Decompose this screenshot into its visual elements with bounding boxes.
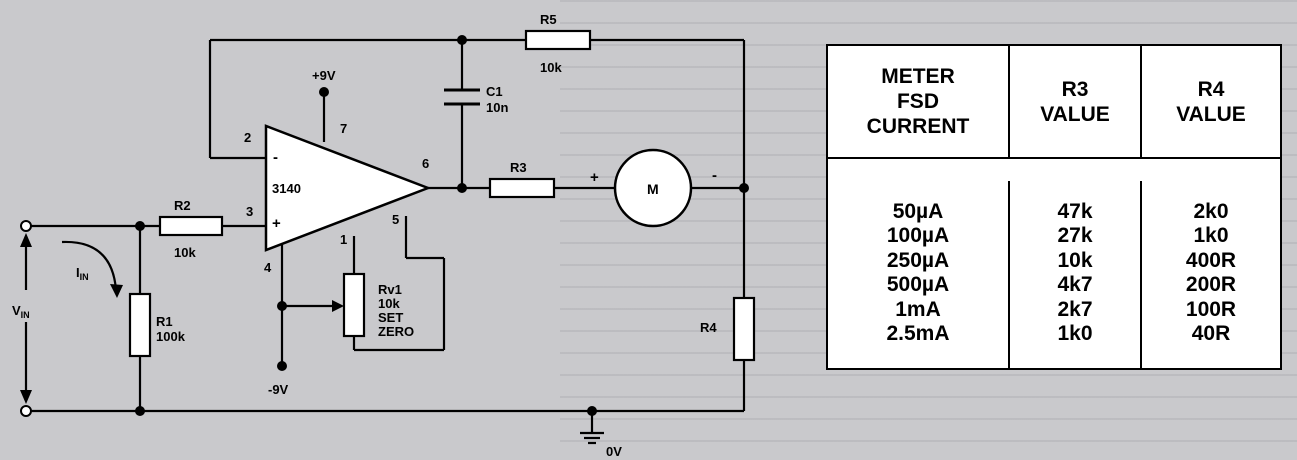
cell-current: 50µA xyxy=(892,199,944,223)
resistor-r2 xyxy=(158,215,224,237)
cell-r4: 1k0 xyxy=(1193,224,1229,247)
capacitor-c1 xyxy=(444,88,480,106)
meter-symbol xyxy=(613,148,693,228)
cell-r3: 47k xyxy=(1057,199,1093,223)
label-rv1-zero: ZERO xyxy=(378,324,414,339)
resistor-r5 xyxy=(524,29,592,51)
opamp-symbol xyxy=(264,124,432,252)
resistor-r3 xyxy=(488,177,556,199)
label-meter-pos: + xyxy=(590,169,599,186)
cell-r3: 10k xyxy=(1057,248,1093,272)
cell-r3: 1k0 xyxy=(1057,322,1093,345)
cell-current: 2.5mA xyxy=(886,322,950,345)
cell-current: 100µA xyxy=(886,224,950,247)
arrow-up-icon xyxy=(20,233,32,247)
cell-current: 1mA xyxy=(895,297,941,321)
header-r3-value: R3 VALUE xyxy=(1008,46,1140,159)
label-inv-input: - xyxy=(273,149,278,166)
label-noninv-input: + xyxy=(272,215,281,232)
label-opamp: 3140 xyxy=(272,181,301,196)
label-supply-neg: -9V xyxy=(268,382,289,397)
cell-current: 500µA xyxy=(886,273,950,296)
resistor-r1 xyxy=(128,292,152,358)
wires xyxy=(24,38,746,432)
circuit-schematic: +9V -9V 0V 3140 - + 2 3 4 7 6 5 1 R5 10k… xyxy=(12,12,756,459)
current-arrowhead-icon xyxy=(110,284,123,298)
cell-r4: 100R xyxy=(1185,297,1237,321)
cell-current: 250µA xyxy=(886,248,950,272)
label-pin5: 5 xyxy=(392,212,399,227)
header-meter-fsd-current: METER FSD CURRENT xyxy=(828,46,1008,159)
meter-values-table: METER FSD CURRENT R3 VALUE R4 VALUE 50µA… xyxy=(826,44,1282,370)
label-meter-neg: - xyxy=(712,167,717,184)
label-rv1-value: 10k xyxy=(378,296,400,311)
cell-r4: 400R xyxy=(1185,248,1237,272)
column-r3: 47k 27k 10k 4k7 2k7 1k0 xyxy=(1008,180,1140,368)
label-r2: R2 xyxy=(174,198,191,213)
label-r3: R3 xyxy=(510,160,527,175)
label-pin4: 4 xyxy=(264,260,272,275)
arrow-down-icon xyxy=(20,390,32,404)
label-pin6: 6 xyxy=(422,156,429,171)
cell-r3: 4k7 xyxy=(1057,273,1093,296)
label-r1: R1 xyxy=(156,314,173,329)
wiper-arrow-icon xyxy=(332,300,344,312)
label-pin1: 1 xyxy=(340,232,347,247)
input-terminal-top xyxy=(20,220,32,232)
column-current: 50µA 100µA 250µA 500µA 1mA 2.5mA xyxy=(828,181,1008,369)
label-r4: R4 xyxy=(700,320,717,335)
junction-dots xyxy=(135,35,749,416)
label-pin3: 3 xyxy=(246,204,253,219)
potentiometer-rv1 xyxy=(342,272,366,338)
label-iin: IIN xyxy=(76,265,89,282)
label-pin7: 7 xyxy=(340,121,347,136)
label-r5: R5 xyxy=(540,12,557,27)
label-c1: C1 xyxy=(486,84,503,99)
label-r1-value: 100k xyxy=(156,329,186,344)
label-pin2: 2 xyxy=(244,130,251,145)
cell-r3: 27k xyxy=(1057,224,1093,247)
label-meter: M xyxy=(647,181,659,197)
cell-r4: 200R xyxy=(1185,273,1237,296)
current-arrow-icon xyxy=(61,240,118,291)
label-ground: 0V xyxy=(606,444,622,459)
column-r4: 2k0 1k0 400R 200R 100R 40R xyxy=(1140,180,1280,368)
cell-r4: 40R xyxy=(1191,322,1231,345)
cell-r3: 2k7 xyxy=(1057,297,1093,321)
ground-icon xyxy=(580,431,604,445)
label-c1-value: 10n xyxy=(486,100,508,115)
label-r5-value: 10k xyxy=(540,60,562,75)
cell-r4: 2k0 xyxy=(1193,199,1229,223)
label-supply-pos: +9V xyxy=(312,68,336,83)
header-r4-value: R4 VALUE xyxy=(1140,46,1280,159)
resistor-r4 xyxy=(732,296,756,362)
label-r2-value: 10k xyxy=(174,245,196,260)
label-rv1: Rv1 xyxy=(378,282,402,297)
input-terminal-bottom xyxy=(20,405,32,417)
label-rv1-set: SET xyxy=(378,310,403,325)
label-vin: VIN xyxy=(12,303,30,320)
